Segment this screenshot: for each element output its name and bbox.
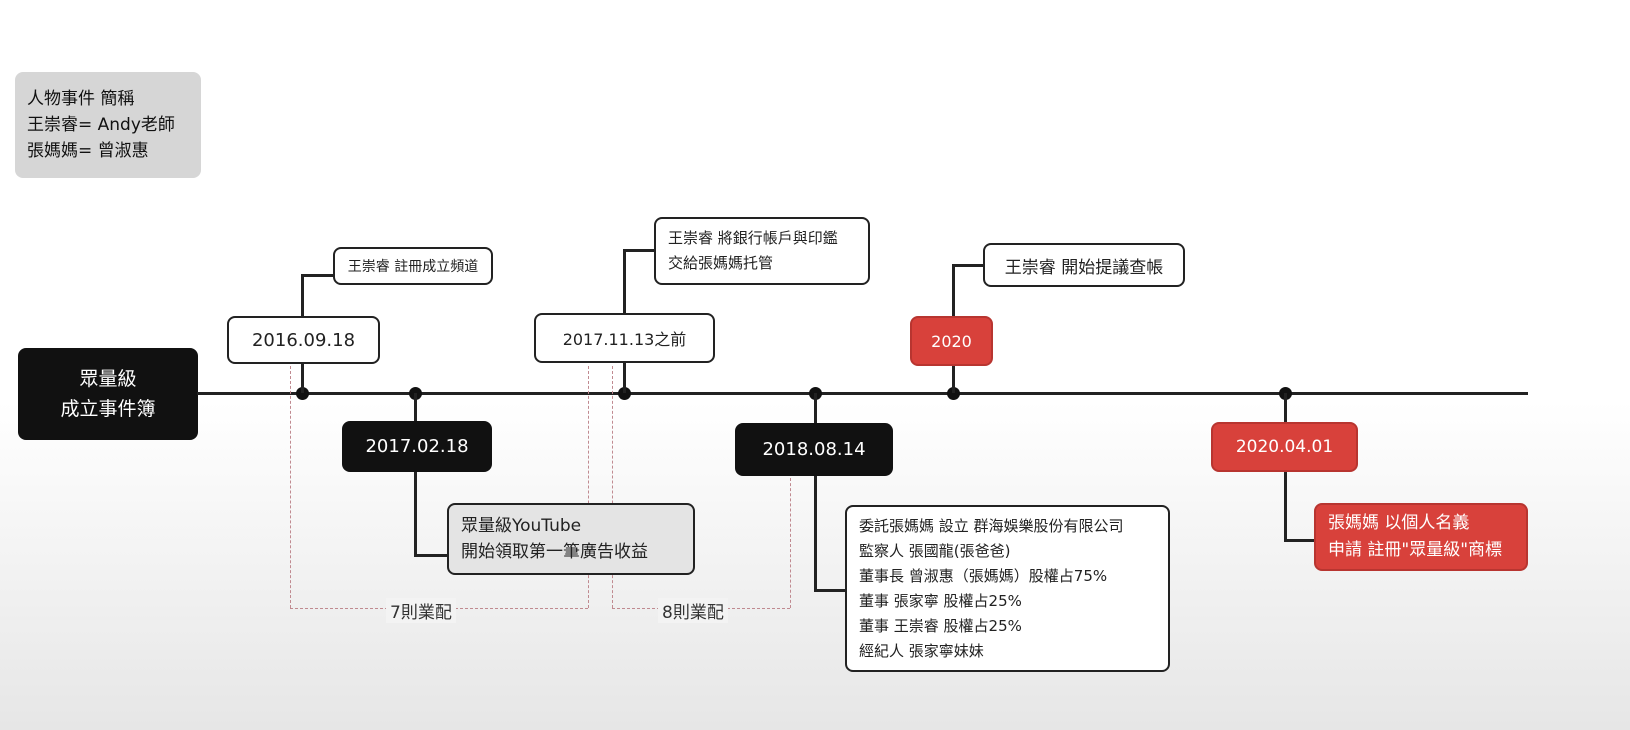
- note-text: 王崇睿 註冊成立頻道: [347, 259, 479, 275]
- span-line: [588, 366, 589, 608]
- span-label-8: 8則業配: [658, 598, 728, 623]
- event-note: 王崇睿 開始提議查帳: [983, 243, 1185, 287]
- event-note: 張媽媽 以個人名義 申請 註冊"眾量級"商標: [1314, 503, 1528, 571]
- timeline-axis: [197, 392, 1528, 395]
- span-label-7: 7則業配: [386, 598, 456, 623]
- date-label: 2017.02.18: [365, 436, 469, 457]
- root-title-line: 眾量級: [79, 368, 137, 390]
- note-text: 王崇睿 開始提議查帳: [1004, 257, 1164, 278]
- date-label: 2017.11.13之前: [562, 330, 687, 349]
- connector: [623, 249, 654, 252]
- timeline-dot: [947, 387, 960, 400]
- event-date-2016-09-18: 2016.09.18: [227, 316, 380, 364]
- event-note: 王崇睿 將銀行帳戶與印鑑 交給張媽媽托管: [654, 217, 870, 285]
- span-line: [290, 366, 291, 608]
- event-note: 委託張媽媽 設立 群海娛樂股份有限公司 監察人 張國龍(張爸爸) 董事長 曾淑惠…: [845, 505, 1170, 672]
- note-line: 董事 王崇睿 股權占25%: [859, 616, 1022, 635]
- note-line: 監察人 張國龍(張爸爸): [859, 541, 1011, 560]
- connector: [814, 393, 817, 591]
- event-date-2018-08-14: 2018.08.14: [735, 423, 893, 476]
- event-date-2017-02-18: 2017.02.18: [342, 421, 492, 472]
- event-date-2020-04-01: 2020.04.01: [1211, 422, 1358, 472]
- timeline-dot: [296, 387, 309, 400]
- event-note: 王崇睿 註冊成立頻道: [333, 247, 493, 285]
- note-line: 申請 註冊"眾量級"商標: [1328, 540, 1503, 560]
- note-line: 張媽媽 以個人名義: [1328, 513, 1470, 533]
- root-title-line: 成立事件簿: [60, 398, 156, 420]
- span-line: [790, 478, 791, 608]
- connector: [301, 274, 333, 277]
- root-title-box: 眾量級 成立事件簿: [18, 348, 198, 440]
- note-line: 開始領取第一筆廣告收益: [461, 542, 648, 562]
- legend-line: 王崇睿= Andy老師: [27, 115, 175, 135]
- event-date-2017-11-13: 2017.11.13之前: [534, 313, 715, 363]
- connector: [814, 589, 845, 592]
- note-line: 經紀人 張家寧妹妹: [859, 641, 984, 660]
- note-line: 董事 張家寧 股權占25%: [859, 591, 1022, 610]
- date-label: 2018.08.14: [762, 439, 866, 460]
- date-label: 2020: [931, 331, 972, 351]
- legend-title: 人物事件 簡稱: [27, 89, 135, 109]
- note-line: 董事長 曾淑惠（張媽媽）股權占75%: [859, 566, 1108, 585]
- legend-box: 人物事件 簡稱 王崇睿= Andy老師 張媽媽= 曾淑惠: [15, 72, 201, 178]
- legend-line: 張媽媽= 曾淑惠: [27, 141, 149, 161]
- note-line: 交給張媽媽托管: [668, 254, 774, 272]
- connector: [414, 554, 447, 557]
- event-date-2020: 2020: [910, 316, 993, 366]
- event-note: 眾量級YouTube 開始領取第一筆廣告收益: [447, 503, 695, 575]
- note-line: 委託張媽媽 設立 群海娛樂股份有限公司: [859, 516, 1124, 535]
- date-label: 2020.04.01: [1235, 437, 1334, 457]
- connector: [414, 393, 417, 556]
- date-label: 2016.09.18: [251, 329, 356, 351]
- timeline-dot: [618, 387, 631, 400]
- note-line: 王崇睿 將銀行帳戶與印鑑: [668, 229, 838, 247]
- connector: [952, 264, 983, 267]
- note-line: 眾量級YouTube: [461, 516, 582, 536]
- span-line: [612, 366, 613, 608]
- connector: [1284, 539, 1314, 542]
